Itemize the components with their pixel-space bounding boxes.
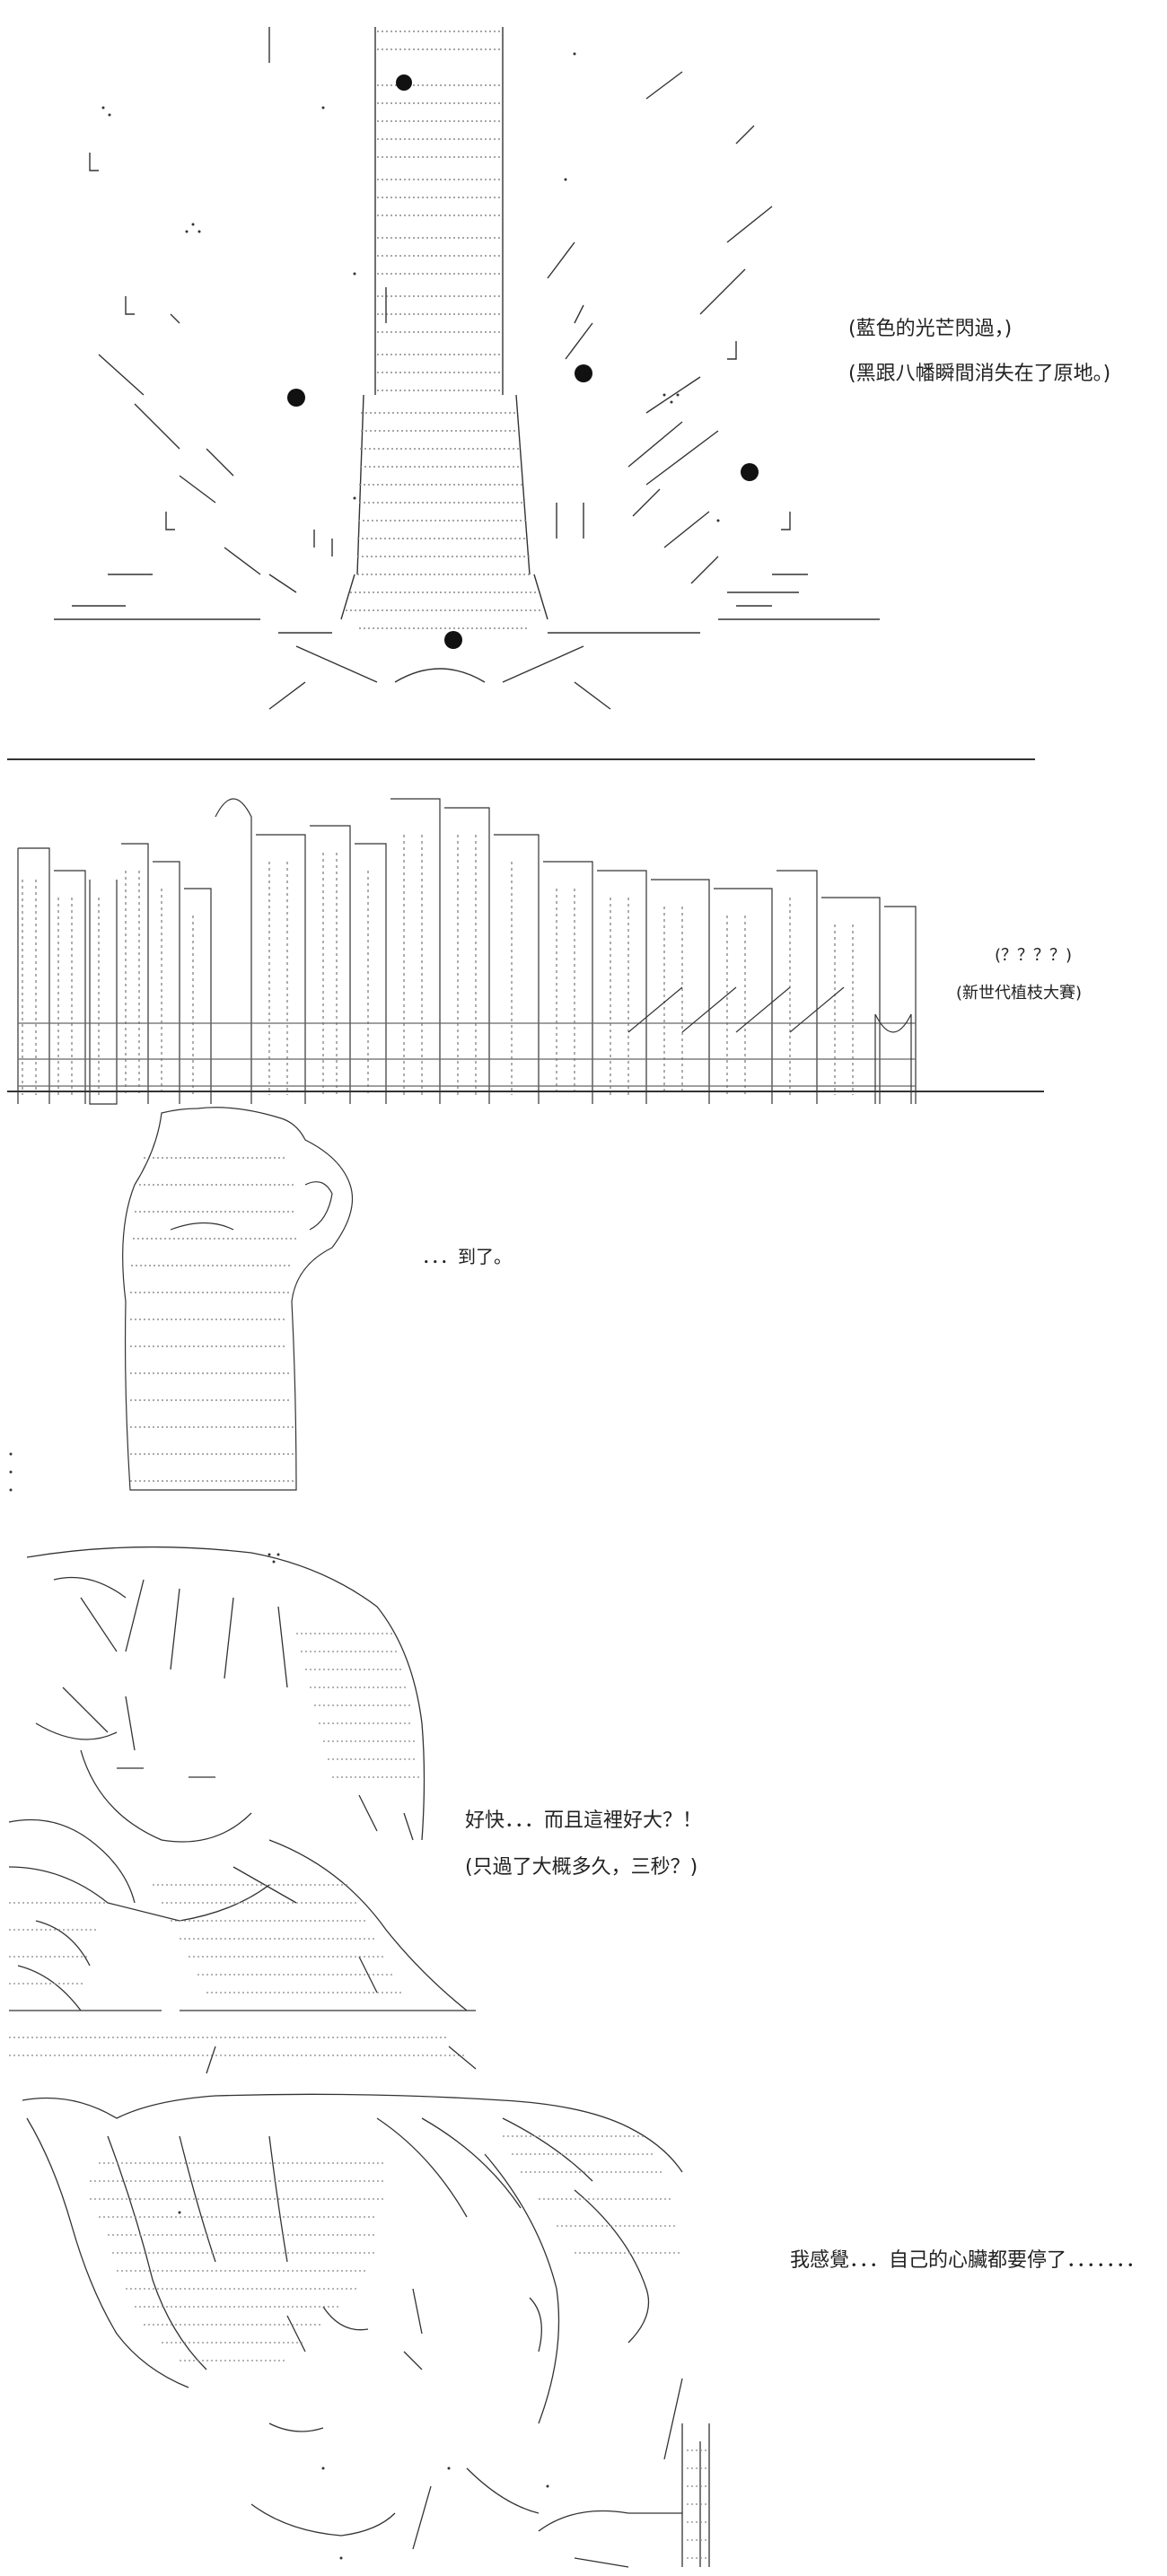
caption-three-seconds: (只過了大概多久，三秒？) xyxy=(465,1856,698,1879)
panel-city-arrival: (？？？？) (新世代植枝大賽) ．．．到了。 xyxy=(0,763,1167,1544)
caption-heart-stop: 我感覺．．．自己的心臟都要停了．．．．．．． xyxy=(790,2249,1146,2272)
character-ascii-art xyxy=(8,1546,477,2074)
caption-blue-light: (藍色的光芒閃過，) xyxy=(848,318,1013,340)
panel-character-surprised: 好快．．．而且這裡好大？！ (只過了大概多久，三秒？) xyxy=(0,1544,1167,2082)
caption-unknown: (？？？？) xyxy=(995,946,1073,965)
caption-so-fast: 好快．．．而且這裡好大？！ xyxy=(465,1809,703,1832)
panel-divider xyxy=(7,1091,1044,1092)
caption-disappeared: (黑跟八幡瞬間消失在了原地。) xyxy=(848,363,1111,385)
panel-light-pillar: (藍色的光芒閃過，) (黑跟八幡瞬間消失在了原地。) xyxy=(0,0,1167,763)
caption-arrived: ．．．到了。 xyxy=(422,1246,512,1267)
caption-event-name: (新世代植枝大賽) xyxy=(956,984,1083,1003)
panel-heart-stopping: 我感覺．．．自己的心臟都要停了．．．．．．． xyxy=(0,2082,1167,2576)
panel-divider xyxy=(7,758,1035,760)
light-pillar-ascii-art xyxy=(54,27,880,710)
city-skyline-ascii-art xyxy=(9,798,917,1492)
face-closeup-ascii-art xyxy=(22,2093,710,2568)
